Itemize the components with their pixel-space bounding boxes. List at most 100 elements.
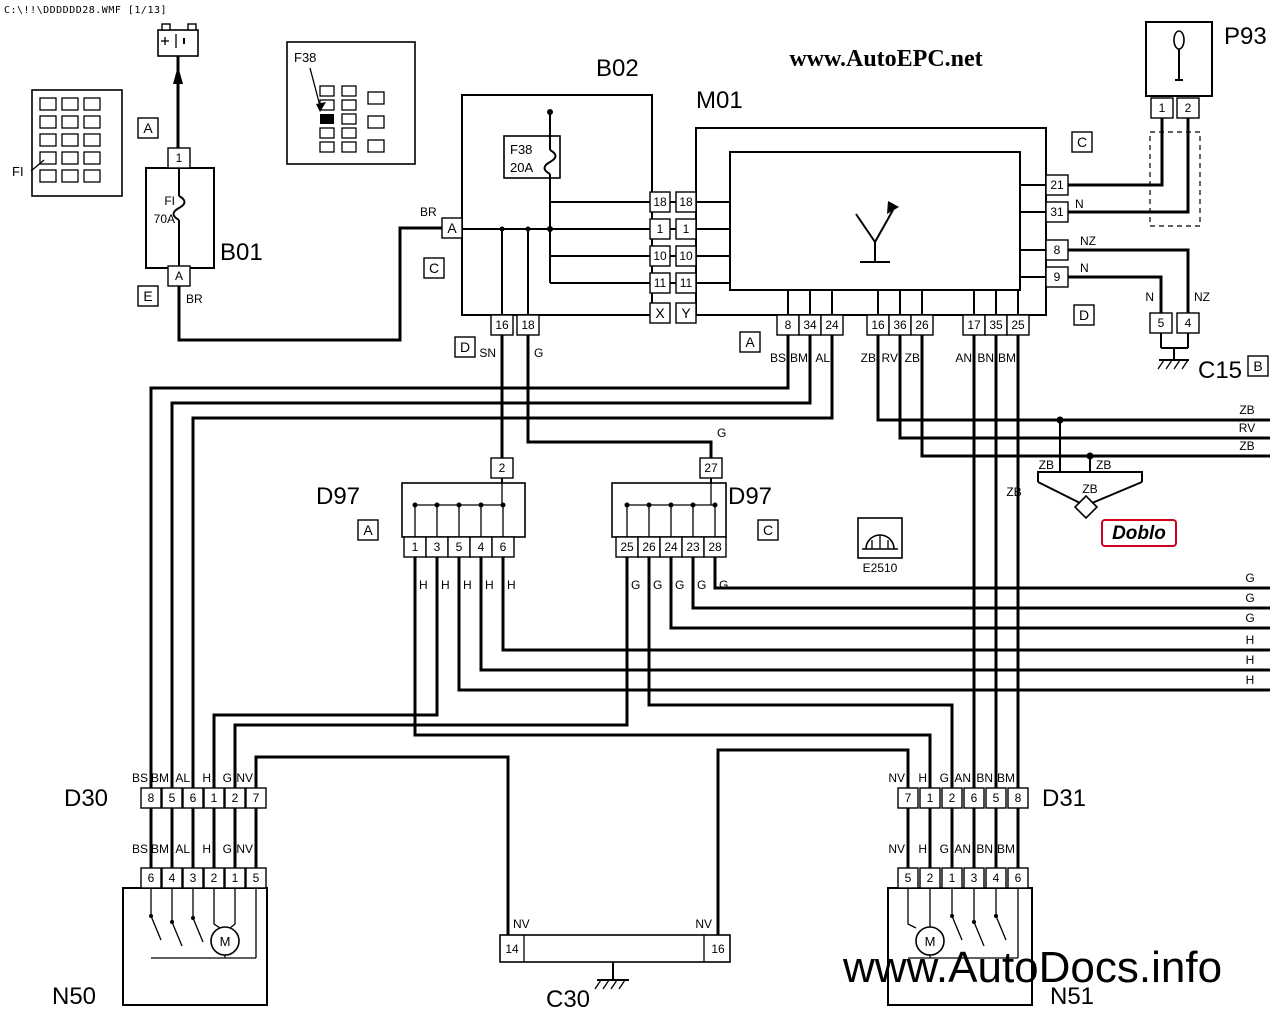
ref-label: A <box>363 522 373 538</box>
d31-pin-box <box>985 787 1007 809</box>
ref-label: B <box>1253 358 1262 374</box>
wire-label: NV <box>888 771 905 785</box>
c30-body <box>499 934 731 963</box>
wire-label-nv: NV <box>513 917 530 931</box>
pin-boxes <box>137 97 1269 889</box>
n50-pin-label: 4 <box>169 871 176 885</box>
wire-label: BM <box>998 351 1016 365</box>
ref-label: A <box>447 220 457 236</box>
wire-bs <box>149 335 790 788</box>
wire-label-sn: SN <box>479 346 496 360</box>
m01-pin-label: 24 <box>825 318 839 332</box>
wire-label-h: H <box>419 578 428 592</box>
components-layer <box>30 21 1269 1006</box>
wires-d31-to-n51 <box>906 808 1020 868</box>
n50-body <box>122 887 268 1006</box>
wire-label-zb: ZB <box>1239 403 1254 417</box>
n50-pin-box <box>203 867 225 889</box>
b01-fuse-icon <box>172 168 186 266</box>
d97l-pin-label: 5 <box>456 540 463 554</box>
wire-label-h: H <box>1246 653 1255 667</box>
d97r-pin-label: 24 <box>664 540 678 554</box>
d97l-pin-label: 3 <box>434 540 441 554</box>
d31-pin-box <box>941 787 963 809</box>
b02-pin-label: 18 <box>521 318 535 332</box>
n51-pin-label: 3 <box>971 871 978 885</box>
wire-label-nv: NV <box>695 917 712 931</box>
wire-p93-2 <box>1068 118 1190 214</box>
wire-label: BM <box>997 842 1015 856</box>
wire-label-g: G <box>1245 591 1254 605</box>
b01-label: B01 <box>220 239 263 266</box>
wire-label: NV <box>236 842 253 856</box>
ref-box <box>423 257 445 279</box>
wire-label: AL <box>815 351 830 365</box>
p93-body <box>1145 21 1213 97</box>
wire-label: BS <box>132 842 148 856</box>
ref-box <box>675 302 697 324</box>
ref-label: C <box>429 260 439 276</box>
b02-pin-label: 1 <box>657 222 664 236</box>
fusebox-illustration <box>30 89 123 197</box>
m01-pin-label: 8 <box>1054 243 1061 257</box>
c15-pin-label: 5 <box>1158 316 1165 330</box>
d31-pin-label: 1 <box>927 791 934 805</box>
n51-pin-box <box>919 867 941 889</box>
wire-label: AN <box>955 351 972 365</box>
c15-pin-label: 4 <box>1185 316 1192 330</box>
wire-label-zb: ZB <box>1096 458 1111 472</box>
wire-label-zb: ZB <box>1239 439 1254 453</box>
wire-label-rv: RV <box>1239 421 1255 435</box>
n51-pin-box <box>1007 867 1029 889</box>
ref-box <box>454 336 476 358</box>
wire-g <box>526 335 713 458</box>
wire-br <box>177 226 442 342</box>
motor-icon <box>915 926 945 956</box>
e2510-body <box>857 517 903 559</box>
d30-pin-label: 2 <box>232 791 239 805</box>
n51-pin-label: 4 <box>993 871 1000 885</box>
b02-fuse-label-box <box>503 135 561 179</box>
d31-label: D31 <box>1042 785 1086 812</box>
wire-label: H <box>202 842 211 856</box>
d31-pin-label: 6 <box>971 791 978 805</box>
n51-body <box>887 887 1033 1006</box>
ref-box <box>757 519 779 541</box>
n51-pin-box <box>941 867 963 889</box>
ref-label: C <box>763 522 773 538</box>
d97l-internal <box>412 483 506 537</box>
m01-pin-label: 31 <box>1050 205 1064 219</box>
wires <box>149 56 1270 990</box>
wire-label: NV <box>888 842 905 856</box>
b02-pin-box <box>516 314 540 336</box>
d31-pin-label: 8 <box>1015 791 1022 805</box>
b01-fuse-rating: 70A <box>154 212 175 226</box>
m01-body <box>695 127 1047 316</box>
b01-pin-box <box>167 265 191 287</box>
n51-pin-label: 1 <box>949 871 956 885</box>
wire-label: BS <box>770 351 786 365</box>
d31-pin-label: 5 <box>993 791 1000 805</box>
d97l-pin-label: 1 <box>412 540 419 554</box>
wire-label: BM <box>790 351 808 365</box>
n51-pin-box <box>963 867 985 889</box>
autoepc-watermark: www.AutoEPC.net <box>789 46 982 72</box>
wires-d30-to-n50 <box>149 808 258 868</box>
d30-pin-box <box>161 787 183 809</box>
wire-label-g: G <box>534 346 543 360</box>
wire-label: RV <box>882 351 898 365</box>
wire-label: BN <box>976 842 993 856</box>
wire-label: H <box>918 771 927 785</box>
d97r-pin-label: 25 <box>620 540 634 554</box>
wire-label-h: H <box>1246 633 1255 647</box>
m01-pin-label: 11 <box>680 276 693 290</box>
d30-pin-label: 5 <box>169 791 176 805</box>
wire-label-n: N <box>1145 290 1154 304</box>
d30-pin-label: 1 <box>211 791 218 805</box>
d97r-pin-label: 23 <box>686 540 700 554</box>
wire-h-1 <box>413 557 932 788</box>
motor-icon <box>210 926 240 956</box>
wire-zb1 <box>876 335 1270 422</box>
